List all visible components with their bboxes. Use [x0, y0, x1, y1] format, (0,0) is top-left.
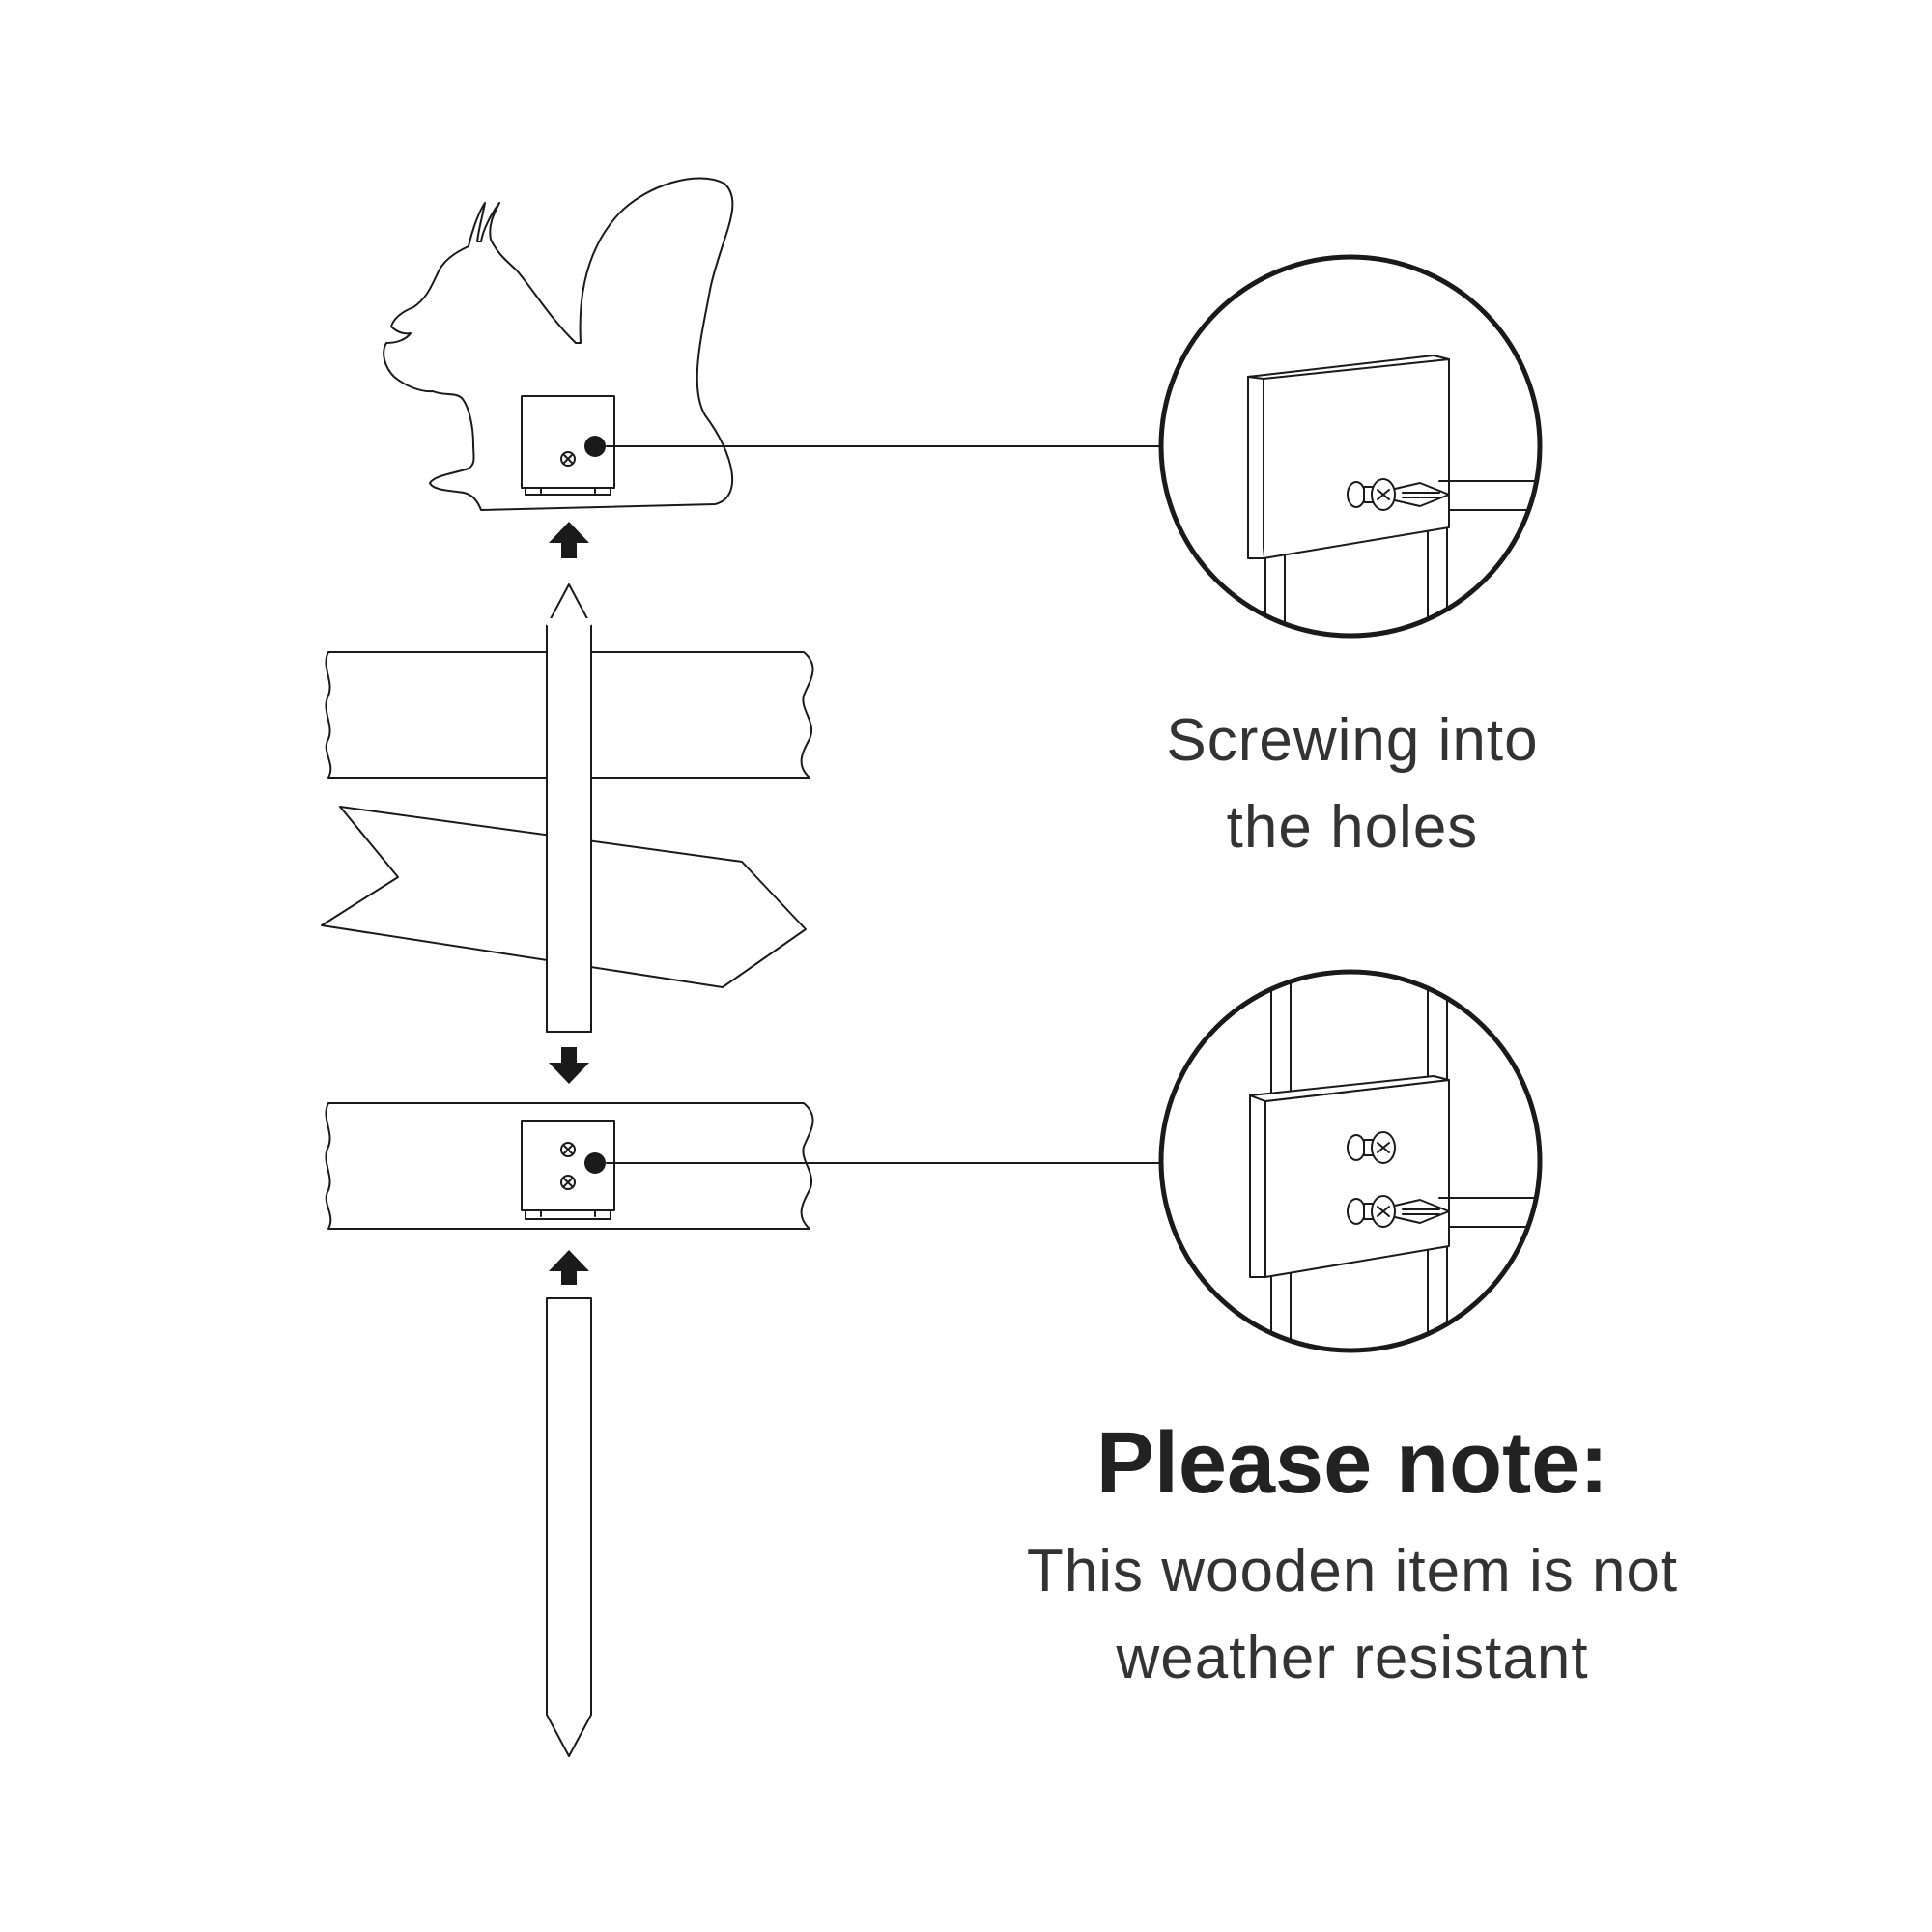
arrow-down-icon	[549, 1047, 589, 1084]
plank-arrow-sign	[321, 806, 807, 988]
detail-caption: Screwing into the holes	[966, 697, 1739, 871]
screw-icon	[560, 451, 576, 467]
detail-plank-face	[1247, 358, 1450, 559]
detail-marker-dot	[584, 1152, 606, 1174]
bracket-lower	[521, 1120, 615, 1220]
squirrel-silhouette	[383, 177, 734, 511]
arrow-up-icon	[549, 522, 589, 558]
detail-caption-line-2: the holes	[1226, 794, 1479, 861]
arrow-up-icon	[549, 1250, 589, 1285]
plank-lower	[325, 1102, 814, 1230]
bracket-top	[521, 395, 615, 496]
detail-circle-lower	[1158, 969, 1543, 1353]
ground-stake	[546, 1297, 592, 1757]
lower-plank-assembly	[325, 1102, 1160, 1230]
screw-icon	[1347, 1131, 1396, 1164]
note-body-line-2: weather resistant	[1116, 1625, 1589, 1691]
note-title: Please note:	[1095, 1415, 1609, 1512]
detail-caption-line-1: Screwing into	[1166, 707, 1539, 774]
detail-circle-top	[1158, 254, 1543, 639]
screw-icon	[1347, 1195, 1540, 1228]
detail-marker-dot	[584, 436, 606, 457]
squirrel-topper	[383, 177, 1160, 511]
note-body-line-1: This wooden item is not	[1026, 1538, 1679, 1605]
detail-plank-face	[1264, 1079, 1450, 1278]
plank-rectangular	[325, 651, 814, 779]
note-body: This wooden item is not weather resistan…	[966, 1528, 1739, 1702]
screw-icon	[560, 1175, 576, 1190]
screw-icon	[560, 1142, 576, 1157]
